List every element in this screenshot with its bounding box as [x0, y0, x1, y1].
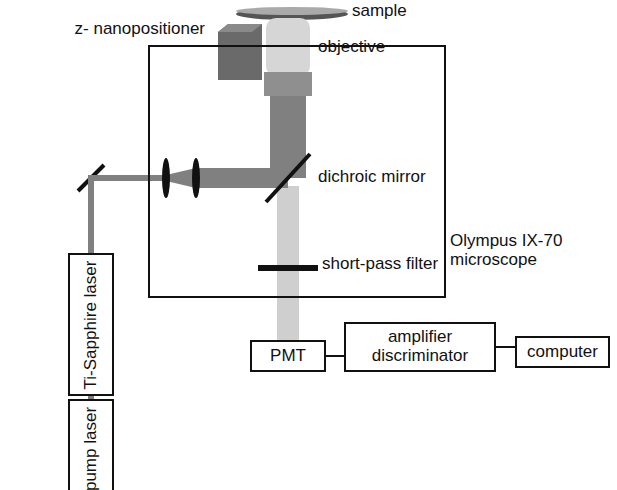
detector-box: PMT [250, 340, 326, 372]
sample-disc-top [236, 7, 348, 15]
laser-beam [91, 178, 148, 253]
lens [162, 158, 170, 198]
objective-base [264, 72, 312, 96]
nanopositioner-block [218, 24, 262, 80]
node-label: pump laser [82, 406, 101, 490]
node-label: Ti-Sapphire laser [82, 260, 101, 389]
part-label: short-pass filter [322, 255, 438, 274]
lens [192, 158, 200, 198]
fluorescence-beam [277, 298, 299, 340]
part-label: z- nanopositioner [5, 20, 205, 39]
dichroic-mirror [266, 154, 310, 202]
signal-wire [326, 355, 344, 357]
electronics-box: amplifier discriminator [344, 322, 496, 372]
computer-box: computer [515, 336, 610, 368]
node-label: PMT [270, 347, 306, 366]
part-label: dichroic mirror [318, 168, 426, 187]
laser-box: Ti-Sapphire laser [68, 253, 114, 396]
short-pass-filter [258, 265, 318, 271]
fluorescence-beam [277, 186, 299, 298]
nanopositioner-top [218, 24, 262, 32]
node-label: Olympus IX-70 microscope [450, 232, 570, 269]
laser-box: pump laser [68, 399, 114, 490]
objective-body [266, 18, 310, 76]
beam-expander [166, 168, 196, 188]
part-label: objective [318, 38, 385, 57]
node-label: amplifier discriminator [346, 328, 494, 365]
signal-wire [496, 346, 515, 348]
node-label: computer [527, 343, 598, 362]
part-label: sample [352, 2, 407, 21]
